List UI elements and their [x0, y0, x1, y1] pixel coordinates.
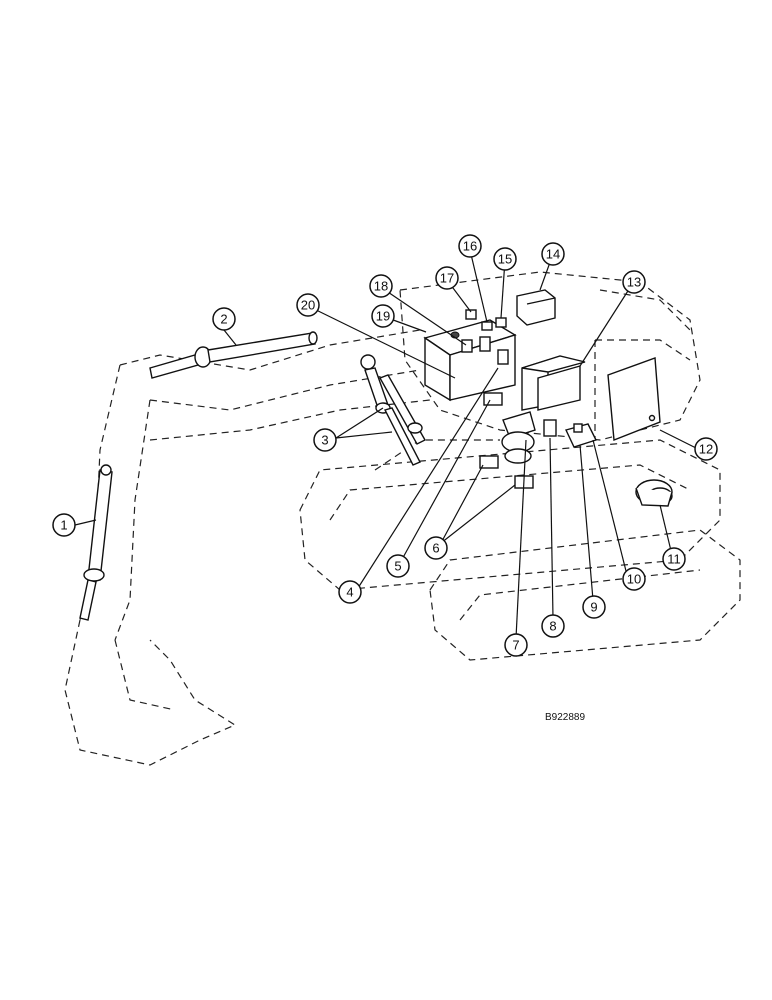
callout-5: 5: [386, 554, 410, 578]
callout-14: 14: [541, 242, 565, 266]
callout-14-label: 14: [546, 247, 560, 262]
boom-cylinder: [149, 331, 318, 379]
pressure-sensor: [543, 419, 557, 437]
callout-17: 17: [435, 266, 459, 290]
callout-10: 10: [622, 567, 646, 591]
solenoid-valve: [565, 423, 597, 448]
pump-filter-group: [521, 355, 586, 411]
callout-3-label: 3: [321, 433, 328, 448]
callout-6: 6: [424, 536, 448, 560]
callout-16: 16: [458, 234, 482, 258]
callout-13: 13: [622, 270, 646, 294]
callout-4: 4: [338, 580, 362, 604]
callout-6-label: 6: [432, 541, 439, 556]
callout-11: 11: [662, 547, 686, 571]
callout-15: 15: [493, 247, 517, 271]
callout-10-label: 10: [627, 572, 641, 587]
callout-3: 3: [313, 428, 337, 452]
callout-7-label: 7: [512, 638, 519, 653]
callout-5-label: 5: [394, 559, 401, 574]
callout-9-label: 9: [590, 600, 597, 615]
callout-19: 19: [371, 304, 395, 328]
callout-18-label: 18: [374, 279, 388, 294]
callout-13-label: 13: [627, 275, 641, 290]
callout-15-label: 15: [498, 252, 512, 267]
callout-8-label: 8: [549, 619, 556, 634]
callout-20: 20: [296, 293, 320, 317]
controller-box: [607, 357, 661, 441]
callout-11-label: 11: [667, 552, 681, 567]
callout-8: 8: [541, 614, 565, 638]
arm-cylinder: [79, 464, 113, 621]
valve-fitting: [483, 392, 503, 406]
figure-reference-code: B922889: [545, 712, 585, 723]
callout-17-label: 17: [440, 271, 454, 286]
callout-19-label: 19: [376, 309, 390, 324]
callout-18: 18: [369, 274, 393, 298]
fittings-top: [465, 309, 507, 331]
relief-valve-a: [479, 455, 499, 469]
swivel-joint: [501, 411, 536, 464]
solenoid-box: [516, 289, 556, 326]
callout-12: 12: [694, 437, 718, 461]
callout-20-label: 20: [301, 298, 315, 313]
callout-4-label: 4: [346, 585, 353, 600]
callout-12-label: 12: [699, 442, 713, 457]
callout-16-label: 16: [463, 239, 477, 254]
control-valve-block: [423, 319, 517, 402]
travel-motor: [635, 479, 673, 507]
callout-2: 2: [212, 307, 236, 331]
boom-cylinders-pair: [360, 354, 426, 466]
callout-2-label: 2: [220, 312, 227, 327]
callout-7: 7: [504, 633, 528, 657]
callout-1-label: 1: [60, 518, 67, 533]
callout-1: 1: [52, 513, 76, 537]
callout-9: 9: [582, 595, 606, 619]
